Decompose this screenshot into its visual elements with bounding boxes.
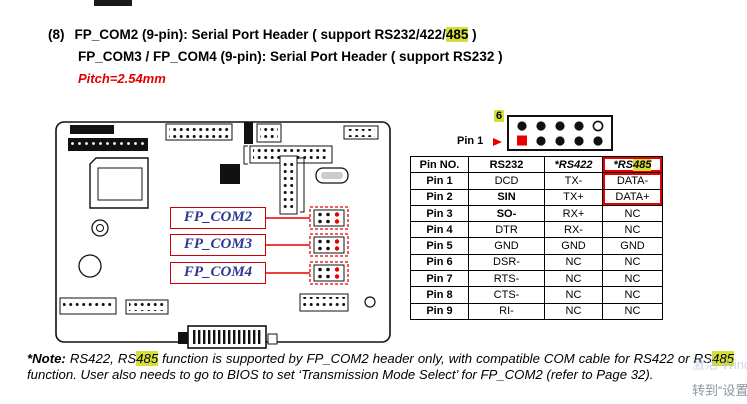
table-cell: DCD — [468, 172, 545, 190]
pin1-marker — [517, 135, 527, 146]
table-cell: DATA+ — [602, 188, 663, 206]
top-left-connectors — [68, 125, 148, 151]
table-row: Pin 1 DCD TX- DATA- — [410, 172, 663, 190]
watermark-line2: 转到“设置” — [692, 383, 747, 398]
table-cell: TX+ — [544, 188, 603, 206]
sim-slot — [89, 157, 149, 209]
cropped-artifact — [94, 0, 132, 6]
pin-header-box — [507, 115, 613, 151]
table-row: Pin 7 RTS- NC NC — [410, 270, 663, 288]
table-row: Pin 8 CTS- NC NC — [410, 286, 663, 304]
heading-number: (8) — [48, 27, 65, 42]
table-cell: Pin 6 — [410, 253, 469, 272]
pin1-label: Pin 1 — [457, 135, 484, 147]
table-cell: CTS- — [468, 286, 545, 304]
table-row: Pin 5 GND GND GND — [410, 237, 663, 255]
fp-com3-connector — [266, 233, 349, 257]
note-seg3: function. User also needs to go to BIOS … — [27, 367, 654, 383]
highlight-485-heading: 485 — [445, 27, 469, 42]
table-cell: NC — [602, 286, 663, 304]
table-cell: NC — [544, 253, 603, 272]
table-row: Pin 3 SO- RX+ NC — [410, 204, 663, 223]
footnote: *Note: RS422, RS485 function is supporte… — [27, 351, 734, 384]
table-cell: NC — [544, 302, 603, 320]
table-cell: SO- — [468, 204, 545, 223]
table-cell: TX- — [544, 172, 603, 190]
table-cell: RX+ — [544, 204, 603, 223]
heading-line1-pre: FP_COM2 (9-pin): Serial Port Header ( su… — [74, 27, 446, 42]
table-cell: Pin 4 — [410, 221, 469, 239]
pin6-label: 6 — [494, 110, 505, 122]
bottom-connectors — [59, 293, 349, 349]
table-row: Pin 4 DTR RX- NC — [410, 221, 663, 239]
table-cell: Pin 7 — [410, 270, 469, 288]
motherboard-diagram — [55, 121, 391, 349]
table-row: Pin 6 DSR- NC NC — [410, 253, 663, 272]
table-row: Pin 9 RI- NC NC — [410, 302, 663, 320]
table-cell: NC — [544, 270, 603, 288]
heading-line1: (8) FP_COM2 (9-pin): Serial Port Header (… — [48, 27, 477, 42]
table-cell: GND — [468, 237, 545, 255]
table-header-row: Pin NO. RS232 *RS422 *RS485 — [410, 155, 663, 174]
vertical-header — [279, 155, 305, 215]
note-seg1: RS422, RS — [65, 351, 137, 366]
board-label-fp-com3: FP_COM3 — [170, 234, 266, 256]
chip — [220, 164, 240, 184]
table-cell: NC — [544, 286, 603, 304]
note-seg2: function is supported by FP_COM2 header … — [158, 351, 712, 366]
table-cell: NC — [602, 270, 663, 288]
table-cell: Pin 3 — [410, 204, 469, 223]
pin-header-diagram: 6 Pin 1 — [455, 108, 625, 158]
table-cell: DSR- — [468, 253, 545, 272]
table-cell: Pin 9 — [410, 302, 469, 320]
pin-assignment-table: Pin NO. RS232 *RS422 *RS485 Pin 1 DCD TX… — [410, 155, 663, 320]
table-cell: GND — [544, 237, 603, 255]
rounded-connector — [315, 167, 349, 184]
heading-line2: FP_COM3 / FP_COM4 (9-pin): Serial Port H… — [78, 49, 503, 64]
table-cell: DATA- — [602, 172, 663, 190]
table-cell: NC — [602, 302, 663, 320]
heading-line1-post: ) — [468, 27, 477, 42]
highlight-485-note2: 485 — [711, 351, 734, 366]
table-cell: NC — [602, 221, 663, 239]
watermark-line1: 激活 Windows — [692, 357, 747, 372]
table-row: Pin 2 SIN TX+ DATA+ — [410, 188, 663, 206]
table-cell: NC — [602, 253, 663, 272]
fp-com2-connector — [266, 206, 349, 230]
table-cell: Pin 1 — [410, 172, 469, 190]
highlight-485-note1: 485 — [136, 351, 159, 366]
top-right-header — [343, 125, 379, 140]
table-cell: SIN — [468, 188, 545, 206]
mounting-holes — [78, 219, 376, 308]
table-cell: RI- — [468, 302, 545, 320]
table-cell: DTR — [468, 221, 545, 239]
fp-com4-connector — [266, 261, 349, 285]
board-label-fp-com4: FP_COM4 — [170, 262, 266, 284]
note-label: *Note: — [27, 351, 66, 366]
pitch-note: Pitch=2.54mm — [78, 71, 166, 86]
highlight-485-table: 485 — [633, 158, 652, 171]
table-cell: Pin 5 — [410, 237, 469, 255]
board-label-fp-com2: FP_COM2 — [170, 207, 266, 229]
table-cell: RTS- — [468, 270, 545, 288]
col-header-pin-no: Pin NO. — [410, 155, 469, 174]
pin1-arrow-icon — [493, 138, 502, 146]
top-middle-header — [165, 122, 282, 144]
windows-activation-watermark: 激活 Windows 转到“设置” — [692, 354, 747, 399]
table-cell: RX- — [544, 221, 603, 239]
table-cell: NC — [602, 204, 663, 223]
col-header-rs232: RS232 — [468, 155, 545, 174]
table-cell: Pin 8 — [410, 286, 469, 304]
table-cell: GND — [602, 237, 663, 255]
table-cell: Pin 2 — [410, 188, 469, 206]
col-header-rs422: *RS422 — [544, 155, 603, 174]
col-header-rs485: *RS485 — [602, 155, 663, 174]
